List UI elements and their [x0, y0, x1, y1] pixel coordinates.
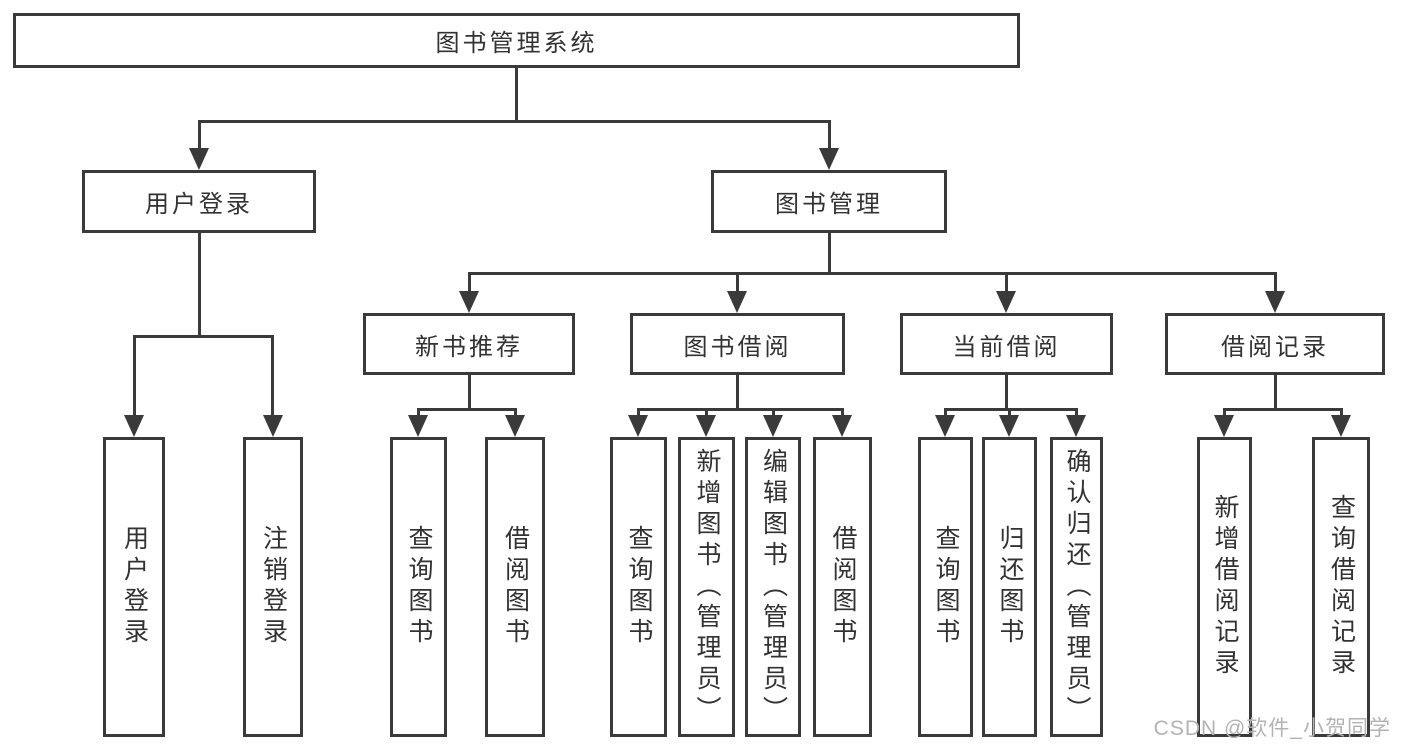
arrow-user-login-icon: [189, 148, 209, 170]
leaf-rec-query-books-label: 查询图书: [405, 525, 433, 649]
leaf-cb-query-books: 查询图书: [918, 437, 973, 737]
leaf-bb-borrow-books: 借阅图书: [813, 437, 872, 737]
connector-bb-query-drop: [637, 408, 640, 418]
connector-level2-hline: [198, 120, 831, 123]
leaf-br-add-record-label: 新增借阅记录: [1211, 494, 1239, 680]
leaf-br-query-record-label: 查询借阅记录: [1327, 494, 1356, 680]
arrow-current-borrow-icon: [996, 291, 1016, 313]
leaf-rec-borrow-books: 借阅图书: [485, 437, 545, 737]
connector-bmg-vline: [828, 233, 831, 274]
arrow-br-add-icon: [1214, 415, 1234, 437]
connector-leaf-logout-drop: [271, 335, 274, 419]
connector-nbr-hline: [417, 408, 517, 411]
arrow-cb-return-icon: [999, 415, 1019, 437]
leaf-bb-edit-books-admin: 编辑图书（管理员）: [745, 437, 801, 737]
arrow-cb-query-icon: [935, 415, 955, 437]
connector-cb-vline: [1005, 375, 1008, 410]
connector-bb-vline: [736, 375, 739, 410]
node-root-label: 图书管理系统: [435, 30, 598, 57]
leaf-user-login: 用户登录: [103, 437, 165, 737]
connector-br-vline: [1274, 375, 1277, 410]
leaf-br-query-record: 查询借阅记录: [1312, 437, 1370, 737]
node-borrow-records-label: 借阅记录: [1221, 333, 1329, 361]
leaf-bb-borrow-books-label: 借阅图书: [829, 525, 857, 649]
arrow-bb-query-icon: [628, 415, 648, 437]
connector-ulg-vline: [198, 233, 201, 337]
connector-borrow-records-drop: [1274, 272, 1277, 294]
leaf-bb-query-books: 查询图书: [610, 437, 667, 737]
connector-new-book-rec-drop: [468, 272, 471, 294]
leaf-cb-return-books: 归还图书: [982, 437, 1037, 737]
arrow-leaf-user-login-icon: [124, 415, 144, 437]
node-book-borrowing-label: 图书借阅: [683, 333, 792, 361]
connector-br-query-drop: [1340, 408, 1343, 418]
arrow-cb-confirm-icon: [1066, 415, 1086, 437]
leaf-user-login-label: 用户登录: [120, 525, 149, 649]
leaf-bb-add-books-admin-label: 新增图书（管理员）: [693, 447, 721, 727]
leaf-rec-borrow-books-label: 借阅图书: [501, 525, 530, 649]
leaf-rec-query-books: 查询图书: [390, 437, 447, 737]
connector-bb-borrow-drop: [841, 408, 844, 418]
connector-book-mgmt-drop: [828, 120, 831, 150]
watermark-text: CSDN @软件_小贺同学: [1153, 717, 1391, 740]
connector-bb-edit-drop: [772, 408, 775, 418]
node-root-title: 图书管理系统: [13, 13, 1020, 68]
leaf-cb-query-books-label: 查询图书: [932, 525, 960, 649]
connector-root-vline: [515, 68, 518, 122]
leaf-cb-confirm-return-admin: 确认归还（管理员）: [1050, 437, 1103, 737]
node-new-book-recommend-label: 新书推荐: [415, 333, 523, 361]
leaf-logout: 注销登录: [243, 437, 303, 737]
node-current-borrowing-label: 当前借阅: [952, 333, 1061, 361]
connector-cb-confirm-drop: [1075, 408, 1078, 418]
connector-rec-borrow-drop: [514, 408, 517, 418]
arrow-bb-add-icon: [696, 415, 716, 437]
connector-cb-query-drop: [944, 408, 947, 418]
connector-bb-add-drop: [705, 408, 708, 418]
connector-leaf-user-login-drop: [133, 335, 136, 419]
connector-bb-hline: [637, 408, 844, 411]
leaf-bb-edit-books-admin-label: 编辑图书（管理员）: [759, 447, 788, 727]
connector-user-login-drop: [198, 120, 201, 150]
leaf-logout-label: 注销登录: [259, 525, 288, 649]
arrow-borrow-records-icon: [1265, 291, 1285, 313]
leaf-cb-return-books-label: 归还图书: [996, 525, 1024, 649]
node-user-login-group: 用户登录: [82, 170, 316, 233]
leaf-bb-query-books-label: 查询图书: [625, 525, 653, 649]
connector-cb-return-drop: [1008, 408, 1011, 418]
node-new-book-recommend: 新书推荐: [363, 313, 575, 375]
node-book-management-label: 图书管理: [775, 191, 883, 218]
connector-br-hline: [1223, 408, 1343, 411]
arrow-new-book-rec-icon: [459, 291, 479, 313]
connector-book-borrow-drop: [736, 272, 739, 294]
leaf-br-add-record: 新增借阅记录: [1197, 437, 1252, 737]
arrow-rec-query-icon: [408, 415, 428, 437]
leaf-cb-confirm-return-admin-label: 确认归还（管理员）: [1063, 447, 1091, 727]
node-book-management: 图书管理: [711, 170, 947, 233]
connector-level3-hline: [468, 272, 1276, 275]
connector-cb-hline: [944, 408, 1078, 411]
arrow-leaf-logout-icon: [263, 415, 283, 437]
node-borrow-records: 借阅记录: [1165, 313, 1385, 375]
node-user-login-group-label: 用户登录: [145, 191, 253, 218]
connector-ulg-hline: [133, 335, 274, 338]
node-current-borrowing: 当前借阅: [900, 313, 1113, 375]
leaf-bb-add-books-admin: 新增图书（管理员）: [678, 437, 735, 737]
arrow-bb-borrow-icon: [832, 415, 852, 437]
arrow-book-mgmt-icon: [819, 148, 839, 170]
arrow-book-borrow-icon: [727, 291, 747, 313]
arrow-rec-borrow-icon: [505, 415, 525, 437]
connector-nbr-vline: [468, 375, 471, 410]
node-book-borrowing: 图书借阅: [630, 313, 845, 375]
arrow-bb-edit-icon: [763, 415, 783, 437]
connector-current-borrow-drop: [1005, 272, 1008, 294]
connector-br-add-drop: [1223, 408, 1226, 418]
connector-rec-query-drop: [417, 408, 420, 418]
arrow-br-query-icon: [1331, 415, 1351, 437]
